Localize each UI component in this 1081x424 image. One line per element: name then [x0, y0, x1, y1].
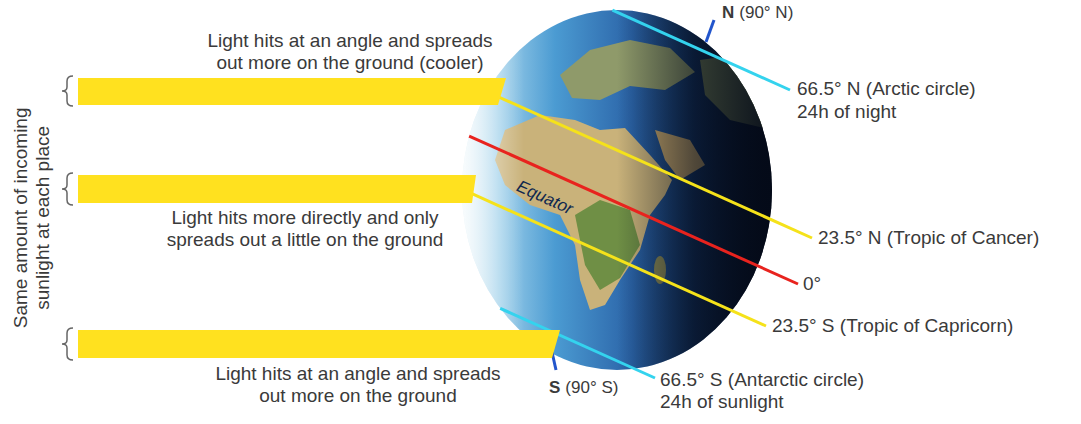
- latitude-label: 23.5° N (Tropic of Cancer): [818, 227, 1039, 249]
- arctic-circle-line: [612, 10, 790, 90]
- sunlight-bar: [78, 330, 560, 358]
- north-axis: [706, 20, 714, 42]
- pole-latitude: (90° S): [565, 378, 618, 398]
- axis-label: Same amount of incoming sunlight at each…: [10, 98, 54, 338]
- pole-letter: S: [549, 378, 560, 398]
- light-note: Light hits at an angle and spreads out m…: [208, 363, 508, 407]
- daylight-note: 24h of sunlight: [660, 391, 784, 413]
- pole-latitude: (90° N): [739, 3, 793, 23]
- bracket: [62, 173, 73, 205]
- equator-line: [469, 136, 798, 284]
- daylight-note: 24h of night: [797, 101, 896, 123]
- light-note: Light hits more directly and only spread…: [160, 207, 450, 251]
- latitude-lines: [462, 10, 812, 378]
- bracket: [62, 328, 73, 360]
- sunlight-bar: [78, 78, 506, 105]
- latitude-label: 23.5° S (Tropic of Capricorn): [772, 315, 1013, 337]
- light-note: Light hits at an angle and spreads out m…: [200, 30, 500, 74]
- globe-label: Equator: [514, 177, 576, 219]
- sunlight-bar: [78, 175, 476, 203]
- bracket: [62, 76, 73, 106]
- pole-letter: N: [722, 3, 734, 23]
- tropic-line: [462, 189, 766, 326]
- circle-label: 66.5° S (Antarctic circle): [660, 369, 864, 391]
- latitude-label: 0°: [803, 273, 821, 295]
- circle-label: 66.5° N (Arctic circle): [797, 78, 976, 100]
